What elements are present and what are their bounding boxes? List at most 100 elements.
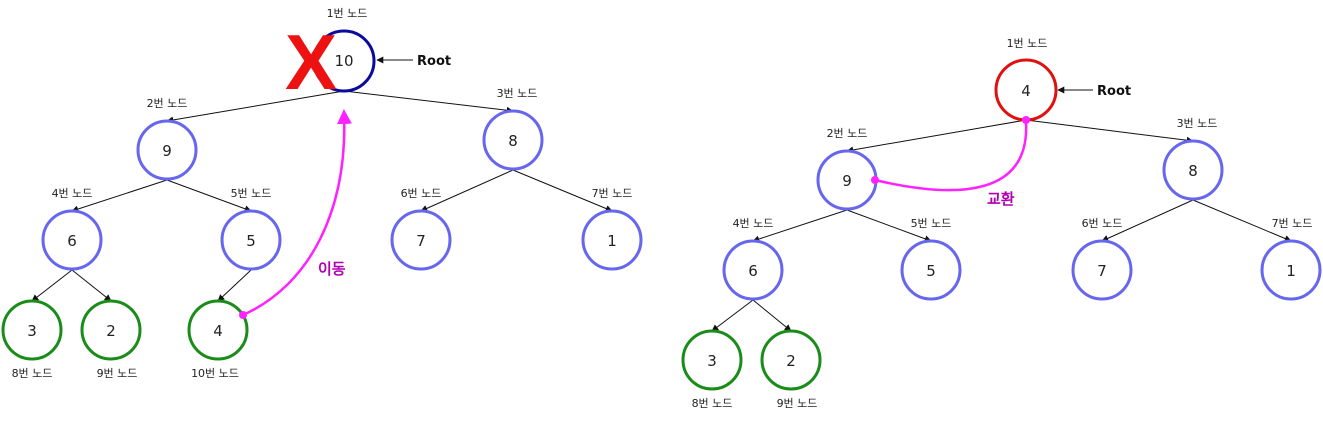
left-node-10-caption: 10번 노드 (191, 367, 239, 380)
left-node-5-caption: 5번 노드 (231, 187, 272, 200)
right-node-6-circle (1071, 239, 1133, 301)
right-node-6-caption: 6번 노드 (1082, 217, 1123, 230)
right-node-6-value: 7 (1097, 262, 1107, 280)
right-node-5-caption: 5번 노드 (911, 217, 952, 230)
right-node-7-circle (1260, 239, 1322, 301)
left-node-5: 5 5번 노드 (220, 187, 282, 271)
right-node-1: 4 1번 노드 (994, 37, 1058, 122)
left-node-2-caption: 2번 노드 (147, 97, 188, 110)
left-node-2-circle (136, 119, 198, 181)
move-curve-start-dot (239, 311, 247, 319)
right-edge-2-5 (846, 209, 932, 243)
right-edge-2-4 (752, 209, 848, 243)
swap-curve-start-dot (871, 176, 879, 184)
right-node-7-caption: 7번 노드 (1272, 217, 1313, 230)
left-node-4-circle (41, 209, 103, 271)
right-node-9-circle (760, 329, 822, 391)
right-node-3-value: 8 (1188, 162, 1198, 180)
left-node-5-value: 5 (246, 232, 256, 250)
left-tree-edges (31, 90, 613, 302)
right-node-4: 6 4번 노드 (722, 217, 784, 301)
left-node-8-value: 3 (27, 322, 37, 340)
left-node-10: 4 10번 노드 (187, 299, 249, 380)
swap-label: 교환 (987, 190, 1015, 208)
left-node-3-circle (482, 109, 544, 171)
left-node-2-value: 9 (162, 142, 172, 160)
right-node-8-circle (681, 329, 743, 391)
right-node-4-circle (722, 239, 784, 301)
edge-1-3 (343, 90, 514, 114)
right-node-9-value: 2 (786, 352, 796, 370)
left-node-1-circle (312, 29, 376, 93)
right-edge-1-3 (1025, 119, 1194, 144)
right-tree: Root 4 1번 노드 9 2번 노드 8 3번 노드 6 4번 노드 5 5… (681, 37, 1322, 410)
right-node-4-value: 6 (748, 262, 758, 280)
left-node-4-caption: 4번 노드 (52, 187, 93, 200)
right-node-8-value: 3 (707, 352, 717, 370)
edge-4-9 (71, 269, 112, 302)
left-node-4: 6 4번 노드 (41, 187, 103, 271)
right-node-3-circle (1162, 139, 1224, 201)
right-node-4-caption: 4번 노드 (733, 217, 774, 230)
right-edge-1-2 (846, 119, 1027, 154)
right-root-label: Root (1097, 84, 1131, 99)
right-node-5-circle (900, 239, 962, 301)
left-node-9: 2 9번 노드 (80, 299, 142, 380)
left-node-8-caption: 8번 노드 (12, 367, 53, 380)
right-node-1-caption: 1번 노드 (1007, 37, 1048, 50)
left-node-1-value: 10 (334, 52, 353, 70)
edge-1-2 (166, 90, 345, 124)
left-node-3-caption: 3번 노드 (497, 87, 538, 100)
left-tree: Root X 10 1번 노드 9 2번 노드 8 3번 노드 6 4번 노드 … (1, 7, 643, 380)
left-node-4-value: 6 (67, 232, 77, 250)
right-node-5-value: 5 (926, 262, 936, 280)
right-node-3: 8 3번 노드 (1162, 117, 1224, 201)
left-node-7-value: 1 (607, 232, 617, 250)
remove-mark: X (285, 18, 337, 106)
edge-3-6 (420, 169, 514, 212)
left-node-10-circle (187, 299, 249, 361)
right-node-2: 9 2번 노드 (816, 127, 878, 211)
right-node-3-caption: 3번 노드 (1177, 117, 1218, 130)
swap-curve-end-dot (1022, 116, 1030, 124)
swap-curve-arrow (874, 121, 1028, 192)
right-node-2-value: 9 (842, 172, 852, 190)
right-edge-3-7 (1192, 199, 1292, 242)
move-curve-arrow (242, 109, 352, 317)
right-node-8-caption: 8번 노드 (692, 397, 733, 410)
edge-2-5 (166, 179, 252, 213)
edge-3-7 (512, 169, 613, 212)
left-node-5-circle (220, 209, 282, 271)
left-node-9-value: 2 (106, 322, 116, 340)
left-node-7-circle (581, 209, 643, 271)
left-node-7: 1 7번 노드 (581, 187, 643, 271)
left-node-10-value: 4 (213, 322, 223, 340)
right-edge-3-6 (1101, 199, 1194, 242)
right-edge-4-8 (711, 299, 754, 332)
left-node-6-caption: 6번 노드 (401, 187, 442, 200)
right-node-8: 3 8번 노드 (681, 329, 743, 410)
left-root-label: Root (417, 54, 451, 69)
left-node-9-circle (80, 299, 142, 361)
move-label: 이동 (318, 260, 346, 278)
left-node-1 (312, 29, 376, 93)
edge-4-8 (31, 269, 73, 302)
right-node-9: 2 9번 노드 (760, 329, 822, 410)
right-node-9-caption: 9번 노드 (777, 397, 818, 410)
left-node-7-caption: 7번 노드 (592, 187, 633, 200)
left-node-1-caption: 1번 노드 (327, 7, 368, 20)
left-node-9-caption: 9번 노드 (97, 367, 138, 380)
right-tree-edges (711, 119, 1292, 332)
right-node-2-caption: 2번 노드 (827, 127, 868, 140)
edge-2-4 (71, 179, 168, 213)
left-node-6-value: 7 (416, 232, 426, 250)
right-edge-4-9 (752, 299, 792, 332)
left-node-3: 8 3번 노드 (482, 87, 544, 171)
edge-5-10 (217, 269, 252, 302)
left-node-2: 9 2번 노드 (136, 97, 198, 181)
right-node-6: 7 6번 노드 (1071, 217, 1133, 301)
right-node-1-value: 4 (1021, 82, 1031, 100)
right-node-5: 5 5번 노드 (900, 217, 962, 301)
right-node-7-value: 1 (1286, 262, 1296, 280)
